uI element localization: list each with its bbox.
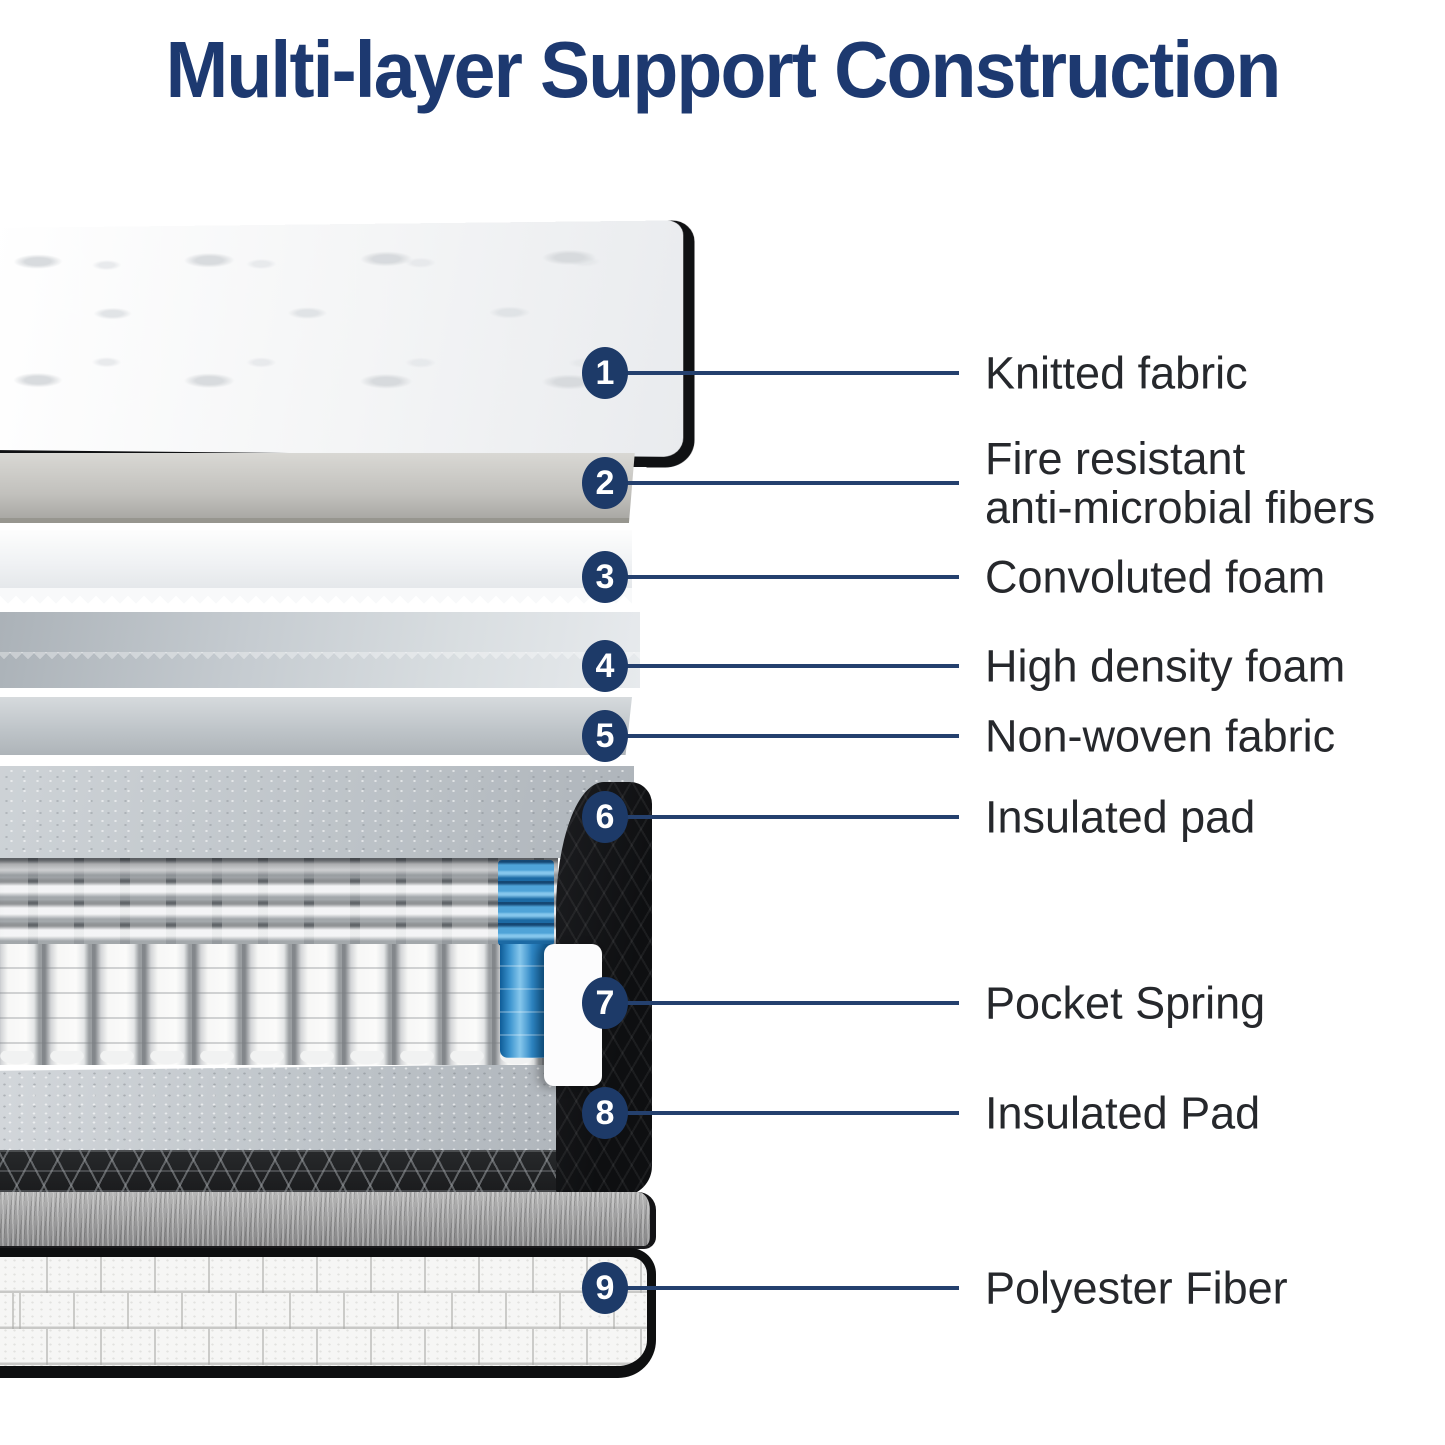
callout-convoluted-foam: 3 Convoluted foam <box>582 551 1442 603</box>
layer-non-woven-fabric <box>0 697 632 755</box>
callout-non-woven-fabric: 5 Non-woven fabric <box>582 710 1442 762</box>
callout-label: High density foam <box>985 640 1346 692</box>
callout-label: Non-woven fabric <box>985 710 1336 762</box>
callout-number-badge: 3 <box>582 551 628 603</box>
callout-connector-line <box>606 481 959 485</box>
page-title: Multi-layer Support Construction <box>165 25 1282 114</box>
callout-high-density-foam: 4 High density foam <box>582 640 1442 692</box>
base-quilt-row <box>0 1329 647 1365</box>
callout-number-badge: 7 <box>582 977 628 1029</box>
callout-polyester-fiber: 9 Polyester Fiber <box>582 1262 1442 1314</box>
callout-label: Knitted fabric <box>985 347 1248 399</box>
layer-knitted-fabric <box>0 220 695 468</box>
blue-spring-top-rows <box>498 860 554 946</box>
callout-connector-line <box>606 371 959 375</box>
callout-number-badge: 9 <box>582 1262 628 1314</box>
callout-insulated-pad-top: 6 Insulated pad <box>582 791 1442 843</box>
callout-connector-line <box>606 734 959 738</box>
knitted-fabric-quilt-surface <box>0 220 684 458</box>
pocket-spring-top-rows <box>0 858 558 948</box>
callout-number-badge: 6 <box>582 791 628 843</box>
layer-insulated-pad-top <box>0 766 634 858</box>
grey-fabric-band <box>0 1192 656 1249</box>
callout-label: Pocket Spring <box>985 977 1266 1029</box>
callout-connector-line <box>606 1001 959 1005</box>
callout-pocket-spring: 7 Pocket Spring <box>582 977 1442 1029</box>
layer-polyester-fiber-base <box>0 1248 656 1378</box>
callout-label: Insulated Pad <box>985 1087 1261 1139</box>
callout-number-badge: 5 <box>582 710 628 762</box>
callout-number-badge: 8 <box>582 1087 628 1139</box>
layer-convoluted-foam <box>0 530 632 590</box>
convoluted-foam-zigzag-edge <box>0 588 632 614</box>
layer-insulated-pad-bottom <box>0 1064 558 1150</box>
callout-connector-line <box>606 575 959 579</box>
callout-label: Insulated pad <box>985 791 1256 843</box>
base-quilt-row <box>0 1257 647 1293</box>
callout-insulated-pad-bottom: 8 Insulated Pad <box>582 1087 1442 1139</box>
callout-knitted-fabric: 1 Knitted fabric <box>582 347 1442 399</box>
callout-label: Convoluted foam <box>985 551 1326 603</box>
callout-connector-line <box>606 1111 959 1115</box>
pocket-spring-front-row <box>0 944 558 1075</box>
callout-number-badge: 1 <box>582 347 628 399</box>
layer-pocket-springs <box>0 858 558 1075</box>
callout-number-badge: 2 <box>582 457 628 509</box>
layer-high-density-foam <box>0 612 640 688</box>
layer-fire-resistant-fibers <box>0 453 635 523</box>
honeycomb-quilted-band <box>0 1150 558 1192</box>
callout-connector-line <box>606 664 959 668</box>
callout-label: Polyester Fiber <box>985 1262 1288 1314</box>
base-quilt-row <box>0 1293 647 1329</box>
callout-connector-line <box>606 1286 959 1290</box>
callout-number-badge: 4 <box>582 640 628 692</box>
callout-connector-line <box>606 815 959 819</box>
